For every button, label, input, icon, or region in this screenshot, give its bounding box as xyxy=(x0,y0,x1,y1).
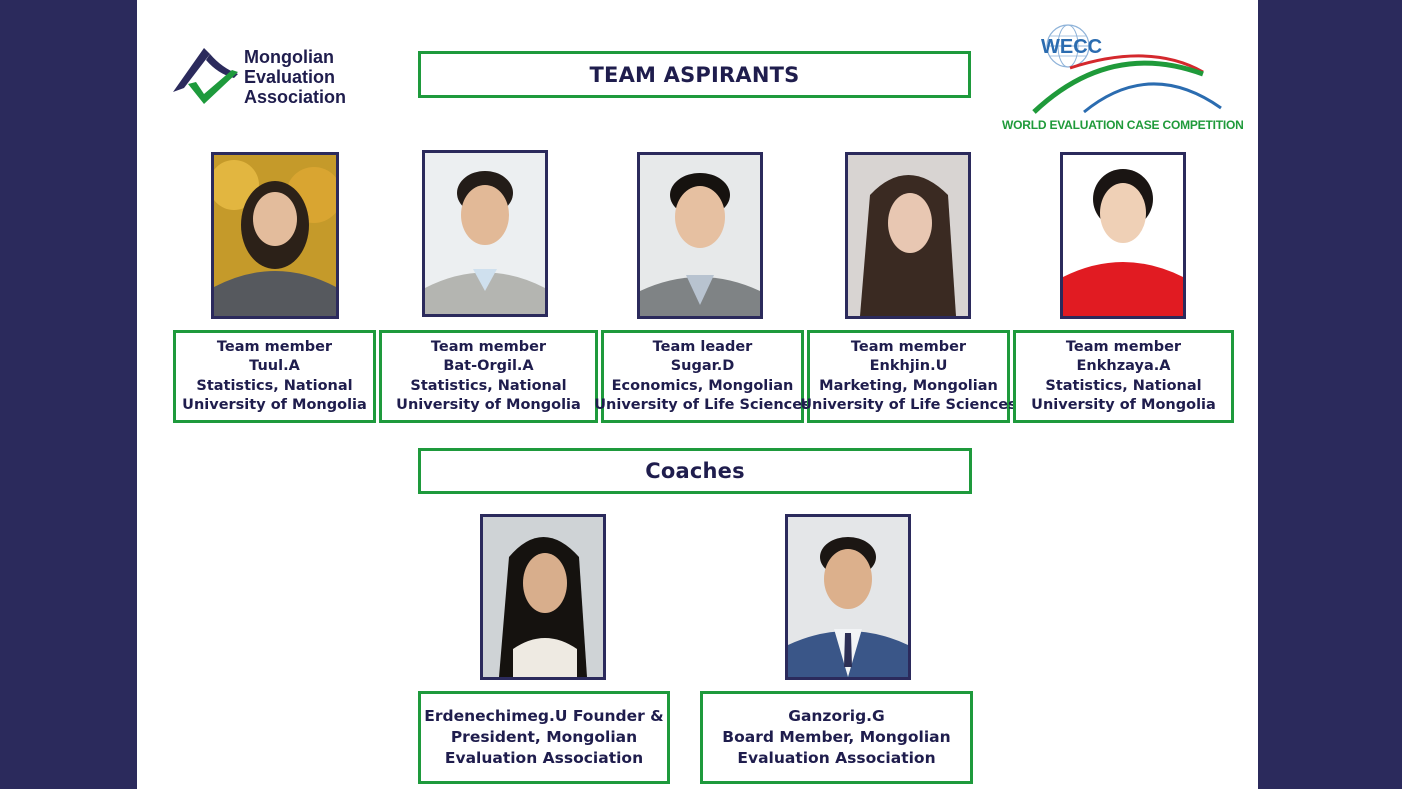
member-name: Tuul.A xyxy=(249,358,300,374)
coach-caption-erdenechimeg: Erdenechimeg.U Founder & President, Mong… xyxy=(418,691,670,784)
member-name: Enkhzaya.A xyxy=(1076,358,1171,374)
left-margin-band xyxy=(0,0,137,789)
member-photo-bat-orgil xyxy=(422,150,548,317)
team-aspirants-heading: TEAM ASPIRANTS xyxy=(418,51,971,98)
member-caption-tuul: Team member Tuul.A Statistics, National … xyxy=(173,330,376,423)
person-portrait-icon xyxy=(788,517,908,677)
person-portrait-icon xyxy=(214,155,336,316)
member-role: Team member xyxy=(1065,338,1182,355)
member-role: Team member xyxy=(430,338,547,355)
right-margin-band xyxy=(1258,0,1402,789)
person-portrait-icon xyxy=(1063,155,1183,316)
mea-line-3: Association xyxy=(244,87,347,107)
person-portrait-icon xyxy=(425,153,545,314)
coach-caption-ganzorig: Ganzorig.G Board Member, Mongolian Evalu… xyxy=(700,691,973,784)
wecc-tagline: WORLD EVALUATION CASE COMPETITION xyxy=(1002,118,1244,132)
member-university: University of Life Sciences xyxy=(800,397,1017,413)
mea-line-2: Evaluation xyxy=(244,67,336,87)
coach-photo-ganzorig xyxy=(785,514,911,680)
coach-title: President, Mongolian xyxy=(450,728,638,746)
member-role: Team member xyxy=(216,338,333,355)
coach-title: Board Member, Mongolian xyxy=(722,728,951,746)
member-caption-enkhjin: Team member Enkhjin.U Marketing, Mongoli… xyxy=(800,330,1017,423)
member-photo-enkhzaya xyxy=(1060,152,1186,319)
coach-organization: Evaluation Association xyxy=(737,749,936,767)
member-university: University of Life Sciences xyxy=(594,397,811,413)
member-university: University of Mongolia xyxy=(396,397,581,413)
coach-photo-erdenechimeg xyxy=(480,514,606,680)
member-role: Team leader xyxy=(652,338,753,355)
member-photo-enkhjin xyxy=(845,152,971,319)
mea-line-1: Mongolian xyxy=(244,47,334,67)
member-university: University of Mongolia xyxy=(1031,397,1216,413)
coach-name-role: Erdenechimeg.U Founder & xyxy=(424,707,664,725)
member-photo-sugar xyxy=(637,152,763,319)
wecc-logo-icon xyxy=(1032,24,1222,114)
mea-logo-icon xyxy=(173,48,238,104)
member-caption-bat-orgil: Team member Bat-Orgil.A Statistics, Nati… xyxy=(379,330,598,423)
member-university: University of Mongolia xyxy=(182,397,367,413)
member-field: Economics, Mongolian xyxy=(611,377,794,394)
person-portrait-icon xyxy=(848,155,968,316)
member-name: Bat-Orgil.A xyxy=(443,358,534,374)
person-portrait-icon xyxy=(640,155,760,316)
member-caption-sugar: Team leader Sugar.D Economics, Mongolian… xyxy=(594,330,811,423)
person-portrait-icon xyxy=(483,517,603,677)
coach-organization: Evaluation Association xyxy=(444,749,644,767)
member-name: Sugar.D xyxy=(670,358,735,374)
coaches-heading: Coaches xyxy=(418,448,972,494)
member-field: Statistics, National xyxy=(1045,377,1202,394)
member-name: Enkhjin.U xyxy=(869,358,948,374)
coach-name: Ganzorig.G xyxy=(788,707,885,725)
member-role: Team member xyxy=(850,338,967,355)
member-field: Marketing, Mongolian xyxy=(819,377,998,394)
member-field: Statistics, National xyxy=(196,377,353,394)
wecc-acronym: WECC xyxy=(1041,36,1103,58)
member-caption-enkhzaya: Team member Enkhzaya.A Statistics, Natio… xyxy=(1013,330,1234,423)
member-field: Statistics, National xyxy=(410,377,567,394)
mea-logo-text: Mongolian Evaluation Association xyxy=(244,47,346,107)
member-photo-tuul xyxy=(211,152,339,319)
